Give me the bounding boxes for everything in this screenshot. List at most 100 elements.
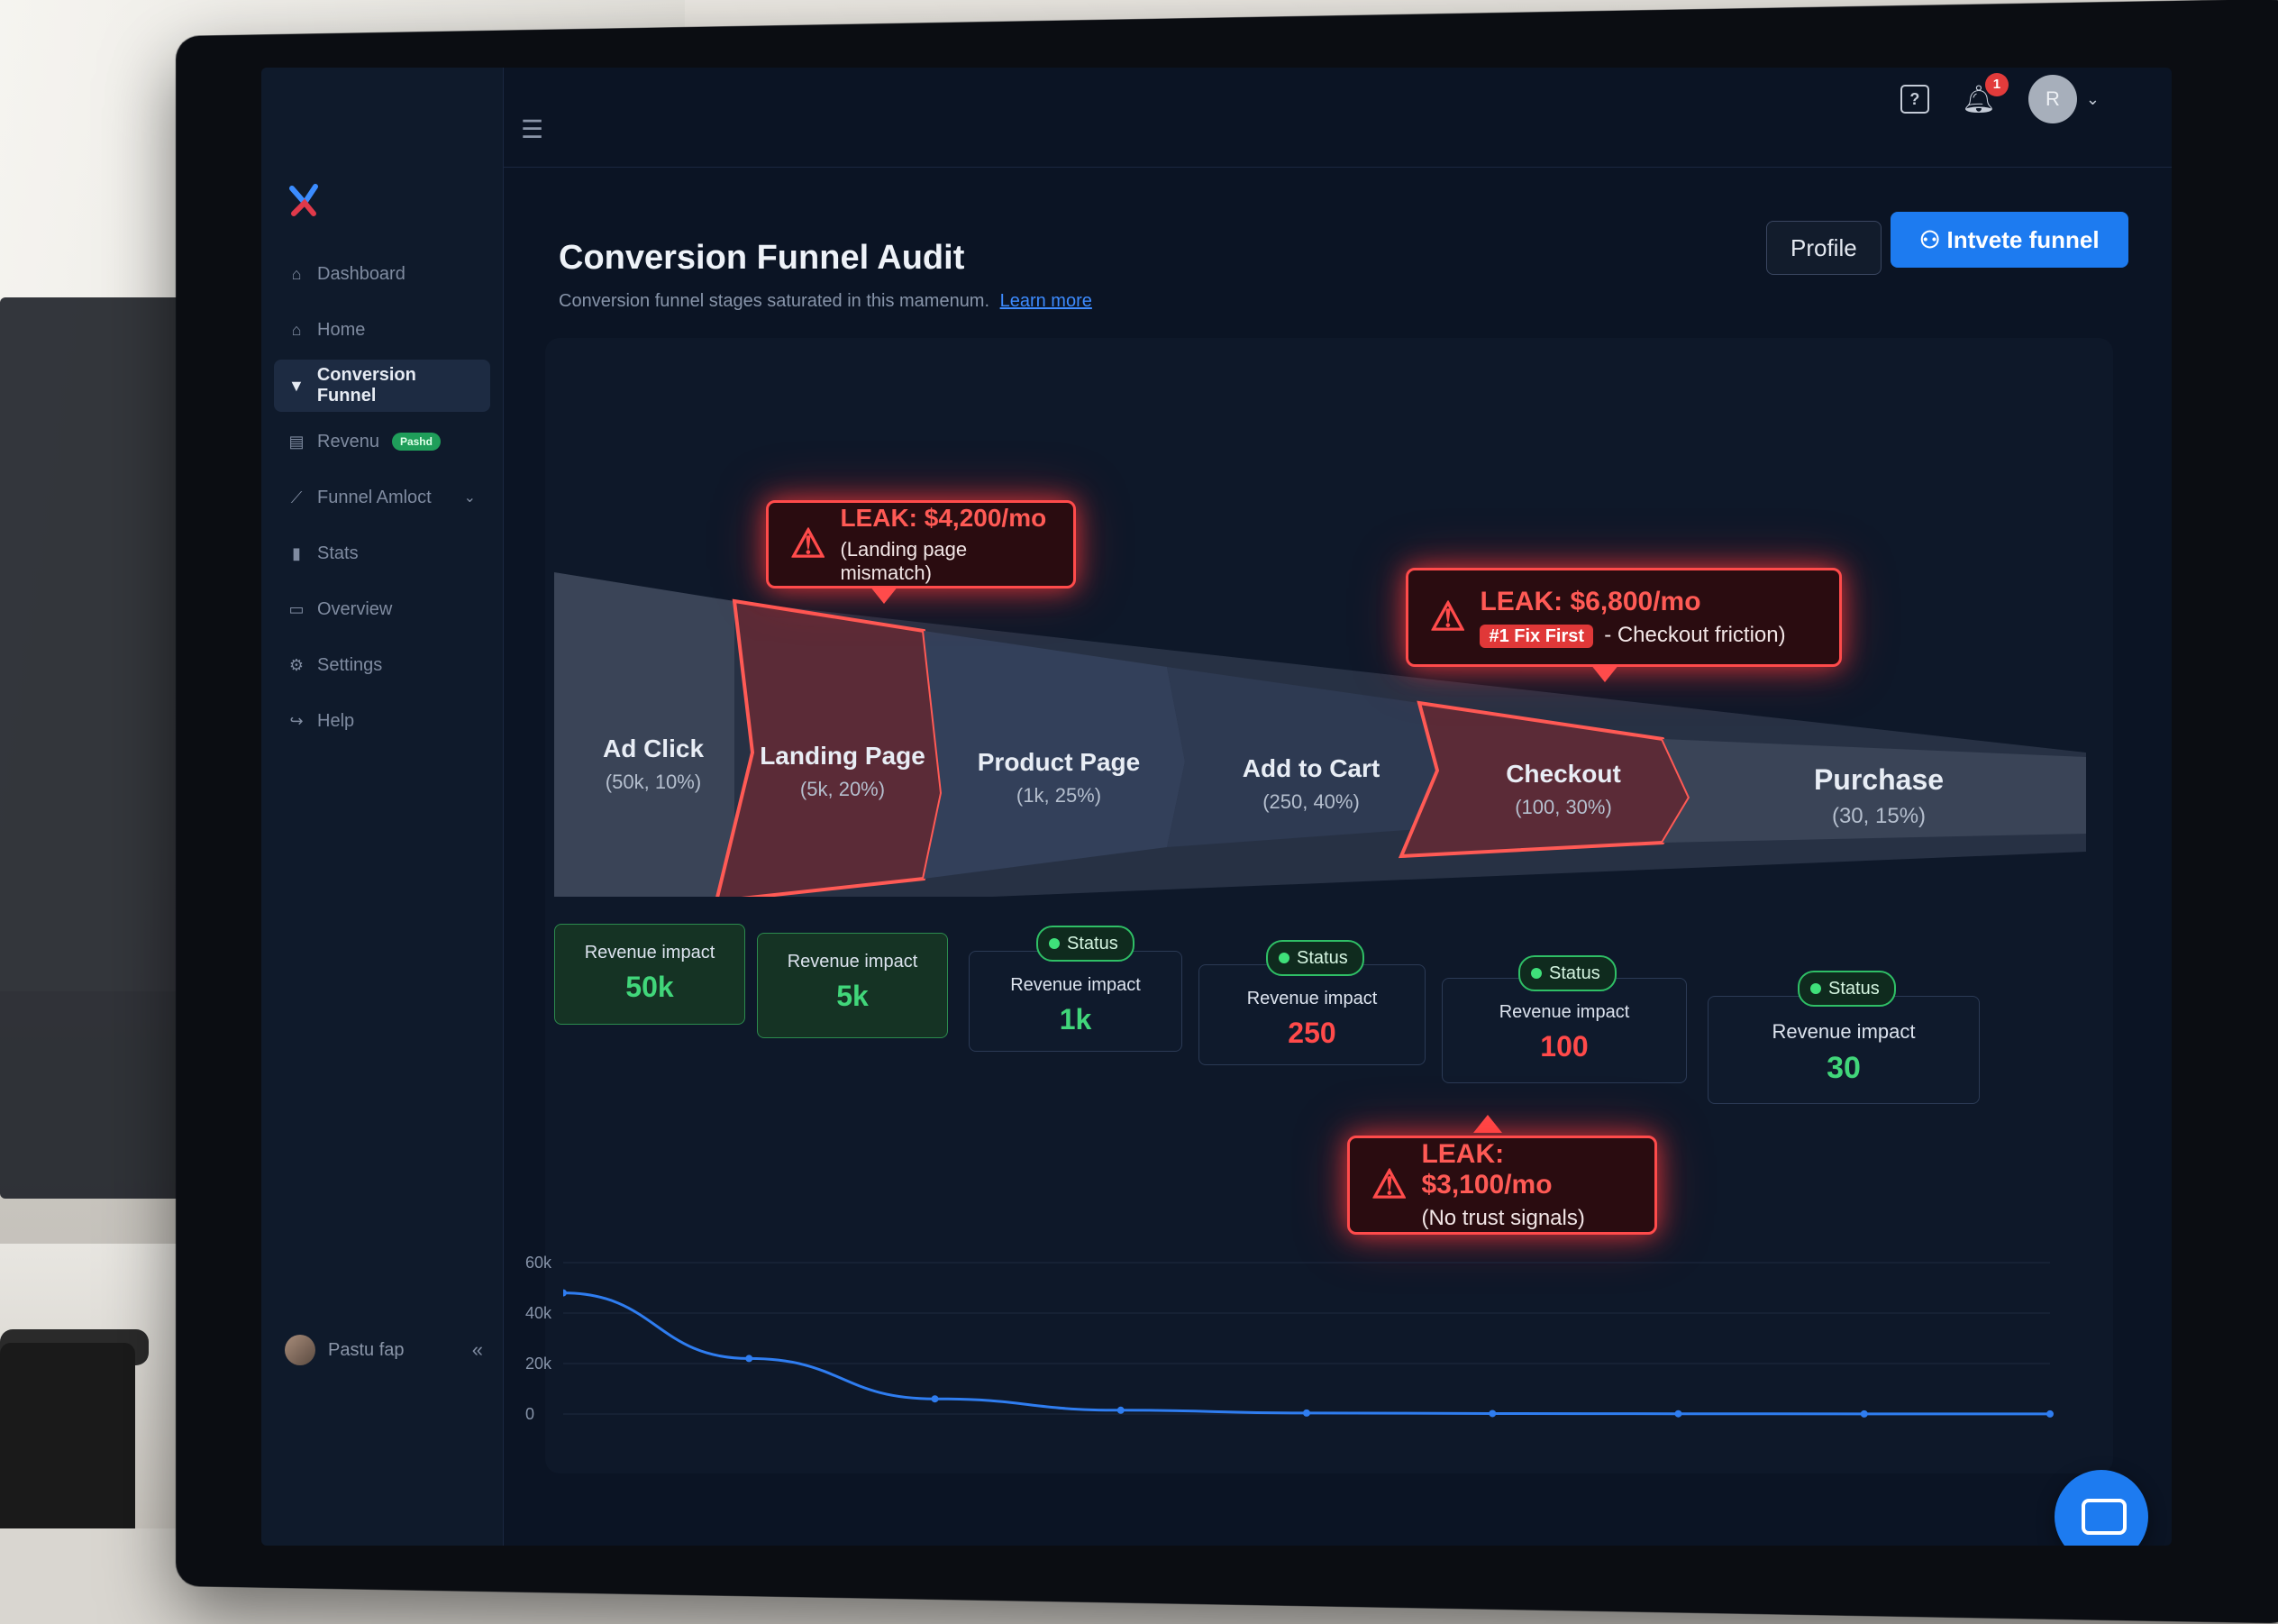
leak-callout-add-to-cart[interactable]: ⚠ LEAK: $3,100/mo (No trust signals) [1347,1136,1657,1235]
sidebar-item-help[interactable]: ↪ Help [274,695,490,747]
stage-label-ad-click: Ad Click (50k, 10%) [581,734,725,794]
impact-card-ad-click[interactable]: Revenue impact 50k [554,924,745,1025]
status-badge: Pashd [391,433,441,451]
leak-text: LEAK: $3,100/mo (No trust signals) [1421,1139,1633,1231]
avatar [285,1335,315,1365]
subtitle-text: Conversion funnel stages saturated in th… [559,291,990,311]
y-tick-label: 60k [525,1254,552,1272]
leak-title: LEAK: $4,200/mo [840,504,1047,532]
document-icon: ▤ [288,433,305,451]
sidebar-item-home[interactable]: ⌂ Home [274,304,490,356]
bar-chart-icon: ▮ [292,544,301,562]
data-point [2046,1410,2054,1418]
topbar-actions: ? 🔔︎ 1 R ⌄ [1900,72,2100,123]
leak-detail: (No trust signals) [1421,1206,1585,1230]
y-tick-label: 40k [525,1304,552,1322]
funnel-stage-product-page[interactable] [924,631,1185,879]
sidebar-item-settings[interactable]: ⚙ Settings [274,639,490,691]
y-tick-label: 0 [525,1405,535,1423]
status-pill-add-to-cart[interactable]: Status [1266,940,1364,976]
leak-detail: (Landing page mismatch) [840,538,968,584]
status-pill-purchase[interactable]: Status [1798,971,1896,1007]
collapse-sidebar-icon[interactable]: « [471,1338,483,1361]
status-label: Status [1828,979,1880,999]
sidebar-item-label: Home [317,319,366,340]
warning-icon: ⚠ [1430,595,1466,639]
leak-callout-checkout[interactable]: ⚠ LEAK: $6,800/mo #1 Fix First - Checkou… [1406,568,1842,667]
funnel-stage-ad-click[interactable] [554,572,734,897]
sidebar-item-conversion-funnel[interactable]: ▼ Conversion Funnel [274,360,490,412]
sidebar-item-funnel-amloct[interactable]: ⟋ Funnel Amloct ⌄ [274,471,490,524]
stage-name: Product Page [977,748,1141,776]
leak-title: LEAK: $6,800/mo [1480,587,1701,616]
avatar[interactable]: R [2027,75,2077,123]
sidebar-item-overview[interactable]: ▭ Overview [274,583,490,635]
user-block[interactable]: Pastu fap « [285,1335,483,1365]
data-point [1860,1410,1868,1418]
sidebar-item-stats[interactable]: ▮ Stats [274,527,490,579]
stage-label-product-page: Product Page (1k, 25%) [960,748,1158,807]
status-pill-product-page[interactable]: Status [1036,926,1134,962]
impact-label: Revenue impact [1010,975,1141,995]
sidebar-item-label: Stats [317,543,359,563]
bell-icon[interactable]: 🔔︎ 1 [1962,72,2009,115]
leak-detail: #1 Fix First - Checkout friction) [1480,623,1786,648]
stage-meta: (30, 15%) [1831,804,1927,828]
gear-icon: ⚙ [288,656,305,674]
impact-value: 5k [836,980,869,1012]
funnel-stage-purchase[interactable] [1663,739,2086,843]
leak-detail-text: - Checkout friction) [1604,623,1786,647]
chevron-down-icon[interactable]: ⌄ [2085,89,2100,108]
help-icon[interactable]: ? [1900,85,1929,114]
chart-line-icon: ⟋ [290,488,303,506]
home-icon: ⌂ [291,265,302,283]
profile-button[interactable]: Profile [1766,221,1882,275]
page-title: Conversion Funnel Audit [559,239,965,277]
learn-more-link[interactable]: Learn more [999,291,1092,311]
status-label: Status [1549,963,1600,983]
status-pill-checkout[interactable]: Status [1518,955,1617,991]
stage-meta: (250, 40%) [1262,790,1360,813]
status-dot-icon [1810,983,1821,994]
data-point [931,1395,939,1403]
warning-icon: ⚠ [790,522,826,566]
user-add-icon: ⚇ [1919,226,1947,253]
sidebar-item-label: Funnel Amloct [317,487,432,507]
sidebar-item-label: Conversion Funnel [316,365,416,406]
stage-label-purchase: Purchase (30, 15%) [1753,763,2005,829]
leak-pointer [870,586,898,604]
chat-icon [2082,1499,2127,1535]
stage-meta: (100, 30%) [1515,796,1612,818]
stage-name: Landing Page [760,742,925,770]
sidebar-item-revenue[interactable]: ▤ Revenu Pashd [274,415,490,468]
impact-label: Revenue impact [1772,1020,1916,1043]
stage-label-checkout: Checkout (100, 30%) [1455,760,1672,819]
calendar-icon: ▭ [288,600,305,618]
leak-callout-landing-page[interactable]: ⚠ LEAK: $4,200/mo (Landing page mismatch… [766,500,1076,588]
data-point [563,1289,567,1297]
funnel-stage-add-to-cart[interactable] [1167,667,1437,847]
sidebar: ⌂ Dashboard ⌂ Home ▼ Conversion Funnel ▤… [261,68,504,1546]
impact-card-landing-page[interactable]: Revenue impact 5k [757,933,948,1038]
impact-card-product-page[interactable]: Revenue impact 1k [969,951,1182,1052]
data-point [1116,1406,1125,1414]
sidebar-item-label: Settings [317,654,383,675]
impact-label: Revenue impact [787,952,918,972]
impact-value: 100 [1540,1030,1589,1063]
impact-card-add-to-cart[interactable]: Revenue impact 250 [1198,964,1426,1065]
sidebar-item-dashboard[interactable]: ⌂ Dashboard [274,248,490,300]
impact-card-purchase[interactable]: Revenue impact 30 [1708,996,1980,1104]
impact-value: 1k [1059,1003,1092,1036]
impact-value: 50k [625,971,674,1003]
impact-card-checkout[interactable]: Revenue impact 100 [1442,978,1687,1083]
funnel-icon: ▼ [288,377,305,395]
chat-button[interactable] [2055,1470,2148,1546]
invite-funnel-button[interactable]: ⚇ Intvete funnel [1891,212,2128,268]
leak-pointer [1473,1115,1502,1133]
status-label: Status [1297,948,1348,968]
menu-icon[interactable]: ☰ [521,115,544,143]
stage-meta: (1k, 25%) [1016,784,1102,807]
warning-icon: ⚠ [1371,1163,1408,1207]
sidebar-item-label: Dashboard [317,263,405,284]
impact-label: Revenue impact [1246,989,1378,1008]
